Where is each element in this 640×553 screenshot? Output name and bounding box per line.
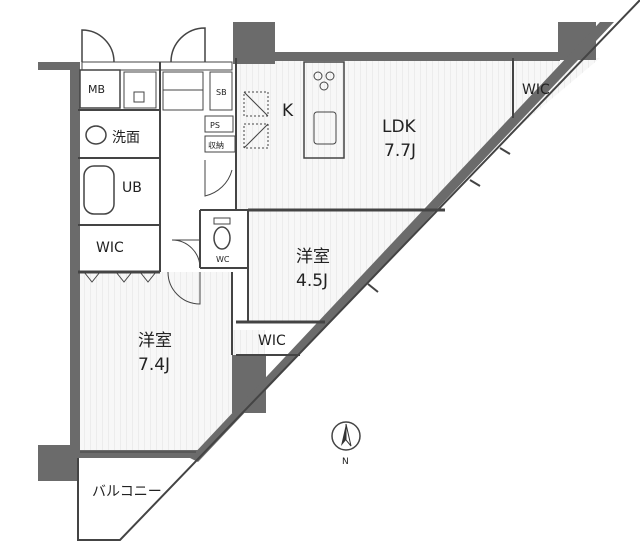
wic-left-folding-door bbox=[83, 271, 157, 283]
wall-diagonal bbox=[190, 22, 614, 462]
stove-burner-3 bbox=[319, 81, 329, 91]
ps-box bbox=[204, 115, 234, 133]
ldk-floor bbox=[236, 58, 600, 210]
entrance-door-left bbox=[81, 29, 115, 63]
bedroom-large-door bbox=[167, 271, 201, 305]
mb-label: MB bbox=[88, 83, 105, 96]
storage-label: 収納 bbox=[208, 140, 224, 150]
wall-left-bottom bbox=[38, 445, 78, 481]
wall-top bbox=[275, 52, 560, 61]
ps-label: PS bbox=[210, 121, 220, 130]
compass-arrow-icon bbox=[341, 424, 346, 446]
wall-left bbox=[70, 62, 80, 454]
toilet-door bbox=[171, 239, 201, 269]
sink-basin bbox=[133, 91, 145, 103]
fridge-space-1 bbox=[243, 91, 269, 117]
entrance-frame bbox=[81, 61, 233, 71]
sink-cabinet bbox=[123, 71, 157, 109]
kitchen-counter bbox=[303, 61, 345, 159]
ldk-window-mark-1 bbox=[469, 179, 481, 187]
ldk-window-mark-2 bbox=[499, 147, 511, 155]
fridge-space-2 bbox=[243, 123, 269, 149]
bathtub-icon bbox=[83, 165, 115, 215]
bedroom-large-name: 洋室 bbox=[138, 331, 172, 351]
washroom-label: 洗面 bbox=[112, 130, 140, 146]
mb-box bbox=[79, 69, 121, 109]
balcony-outline bbox=[77, 0, 640, 541]
wall-pillar-top bbox=[233, 22, 275, 64]
sb-label: SB bbox=[216, 88, 227, 97]
compass-north-label: N bbox=[342, 457, 349, 467]
storage-door bbox=[204, 160, 233, 197]
toilet-label: WC bbox=[216, 255, 230, 264]
bedroom-small-floor bbox=[248, 210, 440, 322]
wic-left-label: WIC bbox=[96, 240, 124, 256]
storage-box bbox=[204, 135, 236, 153]
bath-label: UB bbox=[122, 180, 142, 196]
ldk-size: 7.7J bbox=[384, 141, 416, 161]
stove-burner-1 bbox=[313, 71, 323, 81]
bedroom-large-floor bbox=[78, 272, 265, 455]
wall-top-left bbox=[38, 62, 80, 70]
wic-top-label: WIC bbox=[522, 82, 550, 98]
fridge-space-1-x bbox=[243, 91, 269, 117]
toilet-tank bbox=[213, 217, 231, 225]
wall-bottom bbox=[78, 450, 198, 458]
kitchen-label: K bbox=[282, 101, 294, 121]
bedroom-small-name: 洋室 bbox=[296, 247, 330, 267]
shoe-box bbox=[162, 71, 204, 111]
toilet-icon bbox=[213, 226, 231, 250]
wash-basin-icon bbox=[85, 125, 107, 145]
sb-box bbox=[209, 71, 233, 111]
stove-burner-2 bbox=[325, 71, 335, 81]
bedroom-small-size: 4.5J bbox=[296, 271, 328, 291]
fridge-space-2-x bbox=[243, 123, 269, 149]
compass-icon bbox=[331, 421, 361, 451]
wic-middle-label: WIC bbox=[258, 333, 286, 349]
balcony-label: バルコニー bbox=[92, 484, 162, 500]
kitchen-sink bbox=[313, 111, 337, 145]
compass-arrow-half-icon bbox=[345, 423, 352, 447]
bedroom-large-size: 7.4J bbox=[138, 355, 170, 375]
ldk-name: LDK bbox=[382, 117, 417, 137]
entrance-door-right bbox=[170, 27, 206, 63]
bedroom-small-window-mark bbox=[367, 283, 379, 293]
